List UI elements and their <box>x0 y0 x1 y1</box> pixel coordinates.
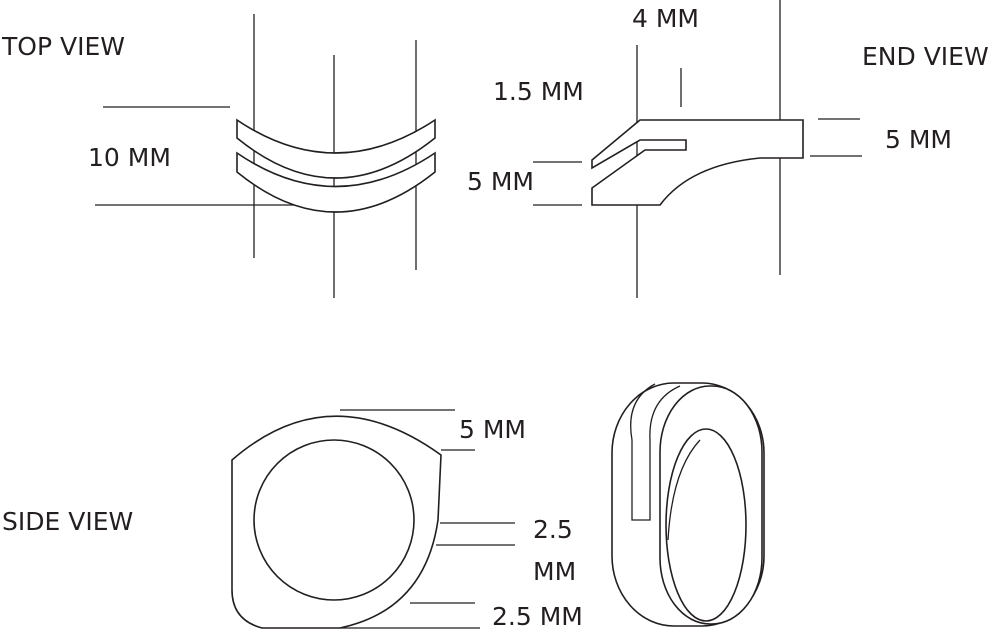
side-top-label: 5 MM <box>459 415 526 444</box>
side-bottom-label: 2.5 MM <box>492 602 583 631</box>
side-view: SIDE VIEW 5 MM 2.5 MM 2.5 MM <box>2 409 583 631</box>
side-mid-label-a: 2.5 <box>533 515 573 544</box>
top-view-label: TOP VIEW <box>1 32 125 61</box>
ring-inner-circle <box>253 439 415 601</box>
ring-slot <box>630 383 681 521</box>
side-mid-label-b: MM <box>533 557 576 586</box>
end-view: 4 MM END VIEW 1.5 MM 5 MM 5 MM <box>467 0 989 298</box>
side-view-label: SIDE VIEW <box>2 507 133 536</box>
end-view-label: END VIEW <box>862 42 989 71</box>
end-right-label: 5 MM <box>885 125 952 154</box>
top-width-label: 10 MM <box>88 143 171 172</box>
perspective-view <box>611 382 765 627</box>
end-gap-label: 1.5 MM <box>493 77 584 106</box>
end-top-label: 4 MM <box>632 4 699 33</box>
ring-band-lower <box>236 151 436 213</box>
end-profile <box>591 119 804 206</box>
ring-inner-edge <box>667 439 701 541</box>
ring-inner-opening <box>665 428 747 622</box>
end-left-label: 5 MM <box>467 167 534 196</box>
ring-band-upper <box>236 118 436 179</box>
top-view: TOP VIEW 10 MM <box>1 14 436 298</box>
